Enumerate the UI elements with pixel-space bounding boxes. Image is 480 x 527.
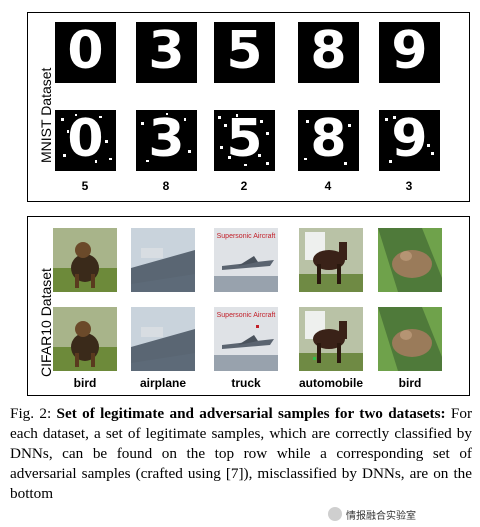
cifar-dataset-label: CIFAR10 Dataset [38,268,54,377]
cifar-class-label: bird [73,376,97,390]
dog-image [53,307,117,371]
mnist-adversarial-sample: 9 [379,110,440,171]
mnist-legit-digit: 8 [310,22,347,81]
caption-title: Set of legitimate and adversarial sample… [56,405,446,422]
mnist-legit-sample: 3 [136,22,197,83]
watermark: 情报融合实验室 [328,504,478,524]
mnist-adversarial-sample: 3 [136,110,197,171]
adversarial-noise-icon [304,120,351,165]
caption-prefix: Fig. 2: [10,405,57,422]
mnist-adversarial-sample: 5 [214,110,275,171]
poster-text: Supersonic Aircraft [217,233,276,240]
ship-image [131,307,195,371]
cifar-class-label: truck [231,376,261,390]
dog-image [53,228,117,292]
airplane-image: Supersonic Aircraft [214,228,278,292]
horse-image [299,307,363,371]
mnist-adversarial-digit: 5 [226,110,263,169]
mnist-legit-sample: 5 [214,22,275,83]
adversarial-noise-icon [385,116,434,163]
mnist-legit-digit: 0 [67,22,104,81]
adversarial-noise-icon [61,114,112,163]
mnist-class-label: 2 [240,179,248,193]
horse-image [299,228,363,292]
cifar-panel: CIFAR10 Dataset Supersonic Aircraft [27,216,470,396]
ship-image [131,228,195,292]
mnist-legit-digit: 5 [226,22,263,81]
adversarial-noise-icon [218,114,269,166]
caption-body: For each dataset, a set of legitimate sa… [10,405,472,502]
mnist-legit-digit: 3 [148,22,185,81]
mnist-panel: MNIST Dataset 0 3 5 8 9 0 3 5 [27,12,470,202]
mnist-adversarial-sample: 8 [298,110,359,171]
cifar-class-label: airplane [139,376,187,390]
cifar-class-label: bird [398,376,422,390]
mnist-adversarial-digit: 0 [67,110,104,169]
poster-text: Supersonic Aircraft [217,312,276,319]
mnist-class-label: 4 [324,179,332,193]
mnist-legit-sample: 9 [379,22,440,83]
mnist-adversarial-digit: 8 [310,110,347,169]
mnist-legit-sample: 8 [298,22,359,83]
mnist-legit-digit: 9 [391,22,428,81]
mnist-dataset-label: MNIST Dataset [38,67,54,163]
watermark-text: 情报融合实验室 [346,510,416,522]
airplane-image: Supersonic Aircraft [214,307,278,371]
mnist-legit-sample: 0 [55,22,116,83]
frog-image [378,228,442,292]
mnist-adversarial-digit: 9 [391,110,428,169]
wechat-icon [328,507,342,521]
frog-image [378,307,442,371]
adversarial-noise-icon [141,113,191,162]
mnist-class-label: 3 [405,179,413,193]
mnist-class-label: 5 [81,179,89,193]
cifar-class-label: automobile [298,376,363,390]
mnist-adversarial-digit: 3 [148,110,185,169]
mnist-class-label: 8 [162,179,170,193]
figure-caption: Fig. 2: Set of legitimate and adversaria… [10,404,472,504]
mnist-adversarial-sample: 0 [55,110,116,171]
